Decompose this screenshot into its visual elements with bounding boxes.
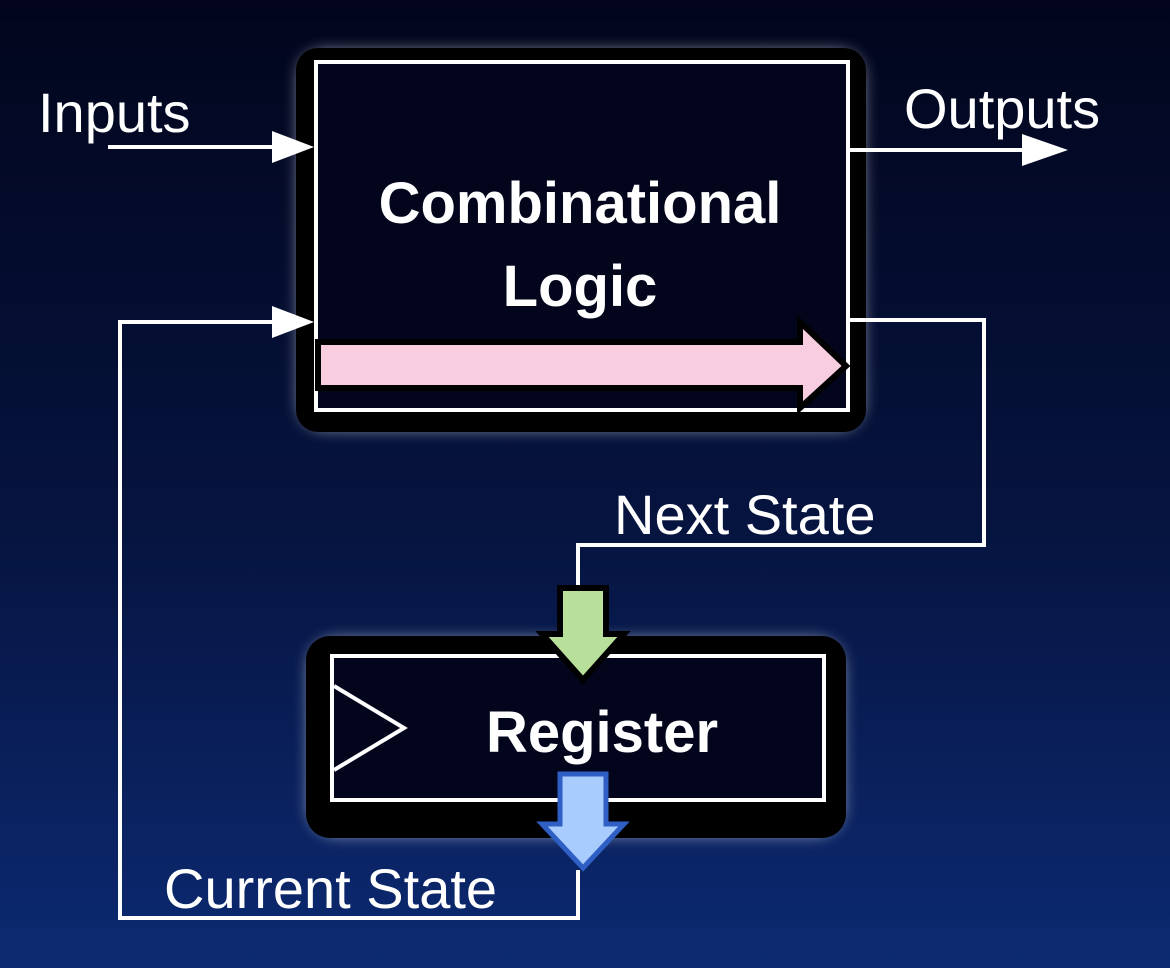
green-down-arrow bbox=[535, 585, 631, 685]
register-block: Register bbox=[306, 636, 846, 838]
current-state-line bbox=[118, 320, 580, 920]
current-state-arrowhead bbox=[272, 306, 314, 338]
next-state-label: Next State bbox=[614, 483, 875, 546]
inputs-arrow bbox=[108, 131, 314, 163]
blue-down-arrow bbox=[536, 771, 630, 872]
clock-triangle-icon bbox=[332, 684, 408, 772]
outputs-label: Outputs bbox=[904, 77, 1100, 140]
current-state-label: Current State bbox=[164, 857, 497, 920]
inputs-label: Inputs bbox=[38, 81, 191, 144]
combinational-label-line1: Combinational bbox=[379, 171, 782, 236]
register-label: Register bbox=[486, 700, 718, 765]
next-state-line bbox=[576, 318, 986, 590]
outputs-arrow bbox=[850, 134, 1068, 166]
pink-flow-arrow bbox=[315, 314, 851, 415]
combinational-label-line2: Logic bbox=[503, 254, 658, 319]
